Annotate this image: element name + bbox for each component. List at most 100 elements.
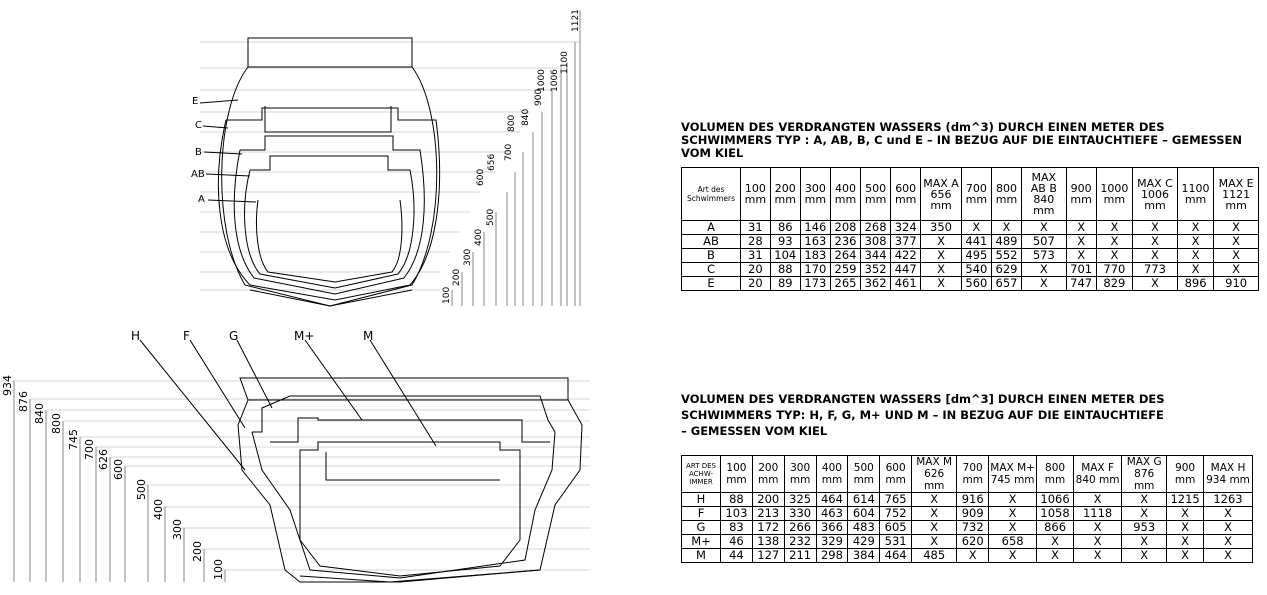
table-cell: 20	[740, 276, 771, 291]
table-cell: 344	[860, 248, 892, 263]
table-cell: 464	[815, 492, 849, 507]
table-cell: X	[1176, 262, 1215, 277]
table-cell: 173	[799, 276, 831, 291]
table-cell: 909	[956, 506, 990, 521]
table-cell: X	[1072, 534, 1123, 549]
bottom-dim-626: 626	[97, 449, 110, 470]
table-cell: 308	[860, 234, 892, 249]
table-cell: 495	[960, 248, 992, 263]
column-header: 500 mm	[847, 455, 881, 493]
table1-title: VOLUMEN DES VERDRANGTEN WASSERS (dm^3) D…	[681, 121, 1261, 160]
table-cell: 146	[799, 220, 831, 235]
table-cell: 200	[751, 492, 785, 507]
top-dim-100: 100	[442, 287, 452, 304]
column-header: 100 mm	[740, 167, 771, 221]
top-label-c: C	[195, 120, 202, 131]
bottom-dim-876: 876	[17, 391, 30, 412]
table-cell: 1066	[1036, 492, 1074, 507]
column-header: 600 mm	[879, 455, 913, 493]
table-cell: X	[1121, 534, 1168, 549]
table-cell: 485	[911, 548, 958, 563]
column-header: MAX A 656 mm	[920, 167, 962, 221]
bottom-dim-400: 400	[152, 499, 165, 520]
column-header: 1000 mm	[1095, 167, 1134, 221]
table-cell: 350	[920, 220, 962, 235]
table-cell: 31	[740, 220, 771, 235]
column-header: 900 mm	[1065, 167, 1097, 221]
table-cell: 362	[860, 276, 892, 291]
top-dim-900: 900	[534, 89, 544, 106]
column-header: 600 mm	[890, 167, 922, 221]
table-cell: 658	[988, 534, 1038, 549]
table-cell: X	[1036, 548, 1074, 563]
top-dim-1006: 1006	[550, 69, 560, 92]
table-cell: X	[1072, 492, 1123, 507]
table1-title-line: VOM KIEL	[681, 146, 744, 160]
top-dim-656: 656	[487, 154, 497, 171]
top-section-drawing	[199, 10, 581, 307]
table-cell: 208	[829, 220, 862, 235]
table1-title-line: VOLUMEN DES VERDRANGTEN WASSERS (dm^3) D…	[681, 120, 1165, 134]
top-dim-1100: 1100	[560, 51, 570, 74]
table-cell: 329	[815, 534, 849, 549]
table-cell: 1118	[1072, 506, 1123, 521]
table-cell: X	[1021, 276, 1067, 291]
table-cell: 325	[783, 492, 817, 507]
column-header: 700 mm	[960, 167, 992, 221]
table-cell: X	[911, 534, 958, 549]
table-cell: 163	[799, 234, 831, 249]
table-cell: 773	[1132, 262, 1178, 277]
table-cell: X	[1166, 520, 1205, 535]
top-dimension-lines	[451, 10, 581, 306]
column-header: 700 mm	[956, 455, 990, 493]
table-cell: X	[911, 506, 958, 521]
table-cell: 732	[956, 520, 990, 535]
table-cell: 268	[860, 220, 892, 235]
column-header: 100 mm	[720, 455, 753, 493]
top-dim-840: 840	[521, 109, 531, 126]
table-cell: 552	[990, 248, 1023, 263]
row-header-cell: H	[681, 492, 721, 507]
table-cell: X	[1166, 534, 1205, 549]
table-cell: 507	[1021, 234, 1067, 249]
table-cell: 605	[879, 520, 913, 535]
table-cell: 1263	[1203, 492, 1253, 507]
bottom-dim-700: 700	[83, 439, 96, 460]
table-cell: 463	[815, 506, 849, 521]
table-cell: 441	[960, 234, 992, 249]
table-cell: X	[1065, 220, 1097, 235]
table1-title-line: SCHWIMMERS TYP : A, AB, B, C und E – IN …	[681, 133, 1243, 147]
table-cell: X	[1132, 234, 1178, 249]
table-cell: 483	[847, 520, 881, 535]
table-cell: X	[1121, 492, 1168, 507]
table-cell: X	[1065, 234, 1097, 249]
table-cell: X	[1095, 248, 1134, 263]
bottom-dim-200: 200	[191, 541, 204, 562]
table-cell: X	[1203, 506, 1253, 521]
table-corner-cell: ART DES ACHW- IMMER	[681, 455, 721, 493]
table-cell: 170	[799, 262, 831, 277]
column-header: 300 mm	[783, 455, 817, 493]
table-cell: X	[1121, 506, 1168, 521]
table-cell: X	[1176, 220, 1215, 235]
table-cell: 531	[879, 534, 913, 549]
table-cell: 172	[751, 520, 785, 535]
bottom-reference-lines	[12, 380, 590, 571]
table-cell: 89	[769, 276, 801, 291]
column-header: MAX G 876 mm	[1121, 455, 1168, 493]
table-cell: 629	[990, 262, 1023, 277]
table-cell: 701	[1065, 262, 1097, 277]
table-cell: 104	[769, 248, 801, 263]
table-cell: 540	[960, 262, 992, 277]
table-cell: X	[920, 248, 962, 263]
table-cell: 765	[879, 492, 913, 507]
table-cell: X	[988, 548, 1038, 563]
table-cell: X	[1213, 220, 1259, 235]
table-cell: X	[988, 506, 1038, 521]
column-header: 900 mm	[1166, 455, 1205, 493]
